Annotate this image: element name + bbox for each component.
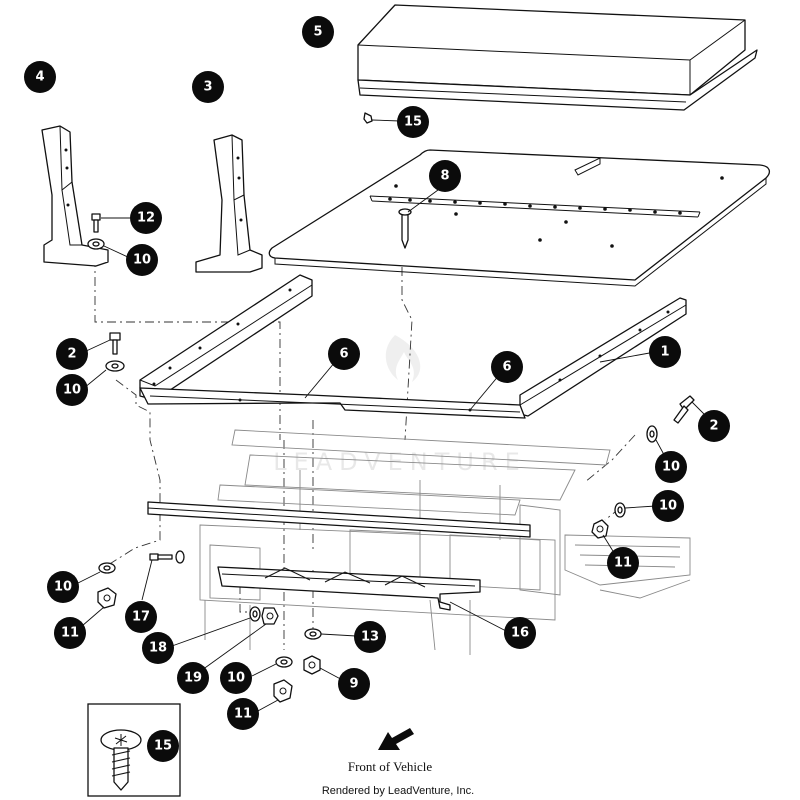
part-5-seat-cushion — [357, 4, 758, 111]
part-17-screw — [141, 550, 185, 601]
callout-10-e: 10 — [47, 571, 79, 603]
credit-label: Rendered by LeadVenture, Inc. — [322, 785, 474, 797]
callout-18-label: 18 — [149, 641, 167, 656]
part-8-seat-panel — [268, 149, 771, 287]
part-18-washer — [171, 606, 261, 647]
callout-2-left: 2 — [56, 338, 88, 370]
callout-15-a-label: 15 — [404, 115, 422, 130]
callout-2-left-label: 2 — [67, 347, 76, 362]
callout-18: 18 — [142, 632, 174, 664]
part-10-washer-f — [251, 656, 293, 677]
callout-10-a-label: 10 — [133, 253, 151, 268]
callout-5: 5 — [302, 16, 334, 48]
callout-15-a: 15 — [397, 106, 429, 138]
callout-19-label: 19 — [184, 671, 202, 686]
part-10-washer-b — [83, 360, 125, 389]
callout-9-label: 9 — [349, 677, 358, 692]
callout-6-right: 6 — [491, 351, 523, 383]
callout-19: 19 — [177, 662, 209, 694]
callout-10-f: 10 — [220, 662, 252, 694]
part-10-washer-e — [75, 562, 116, 585]
callout-10-b: 10 — [56, 374, 88, 406]
part-3-bracket-right — [195, 134, 263, 273]
callout-11-c: 11 — [227, 698, 259, 730]
callout-17-label: 17 — [132, 610, 150, 625]
callout-1: 1 — [649, 336, 681, 368]
part-15-screw-small — [363, 112, 401, 124]
vehicle-frame-background — [199, 429, 691, 655]
callout-2-right-label: 2 — [709, 419, 718, 434]
callout-10-a: 10 — [126, 244, 158, 276]
callout-10-c-label: 10 — [662, 460, 680, 475]
callout-12-label: 12 — [137, 211, 155, 226]
cross-bar — [147, 501, 531, 538]
callout-11-b-label: 11 — [61, 626, 79, 641]
alignment-lines — [94, 248, 636, 650]
callout-10-f-label: 10 — [227, 671, 245, 686]
callout-8-label: 8 — [440, 169, 449, 184]
callout-4-label: 4 — [35, 70, 44, 85]
callout-3: 3 — [192, 71, 224, 103]
part-2-bolt-right — [673, 395, 715, 425]
callout-11-a-label: 11 — [614, 556, 632, 571]
part-16-plate — [217, 566, 509, 633]
callout-11-c-label: 11 — [234, 707, 252, 722]
part-13-washer — [304, 628, 357, 640]
callout-10-d-label: 10 — [659, 499, 677, 514]
callout-10-d: 10 — [652, 490, 684, 522]
callout-6-left-label: 6 — [339, 347, 348, 362]
callout-10-b-label: 10 — [63, 383, 81, 398]
front-of-vehicle-label: Front of Vehicle — [348, 759, 432, 774]
part-4-bracket-left — [41, 125, 109, 267]
callout-6-right-label: 6 — [502, 360, 511, 375]
part-11-nut-c — [255, 679, 293, 713]
front-arrow-icon — [378, 728, 414, 750]
callout-8: 8 — [429, 160, 461, 192]
callout-10-e-label: 10 — [54, 580, 72, 595]
callout-16: 16 — [504, 617, 536, 649]
callout-10-c: 10 — [655, 451, 687, 483]
callout-11-b: 11 — [54, 617, 86, 649]
part-10-washer-a — [87, 238, 131, 259]
callout-13: 13 — [354, 621, 386, 653]
part-2-bolt-left — [83, 332, 121, 355]
callout-2-right: 2 — [698, 410, 730, 442]
callout-6-left: 6 — [328, 338, 360, 370]
part-10-washer-d — [614, 502, 657, 518]
callout-12: 12 — [130, 202, 162, 234]
inset-box-part-15 — [87, 703, 181, 797]
callout-4: 4 — [24, 61, 56, 93]
part-11-nut-b — [81, 587, 117, 627]
part-11-nut-a — [591, 519, 617, 557]
part-10-washer-c — [646, 425, 669, 463]
callout-3-label: 3 — [203, 80, 212, 95]
callout-1-label: 1 — [660, 345, 669, 360]
part-19-nut — [201, 607, 279, 671]
part-12-bolt — [91, 213, 130, 233]
part-1-seat-frame — [139, 274, 687, 419]
callout-16-label: 16 — [511, 626, 529, 641]
callout-13-label: 13 — [361, 630, 379, 645]
callout-17: 17 — [125, 601, 157, 633]
callout-11-a: 11 — [607, 547, 639, 579]
callout-15-b-label: 15 — [154, 739, 172, 754]
callout-5-label: 5 — [313, 25, 322, 40]
callout-9: 9 — [338, 668, 370, 700]
callout-15-b: 15 — [147, 730, 179, 762]
